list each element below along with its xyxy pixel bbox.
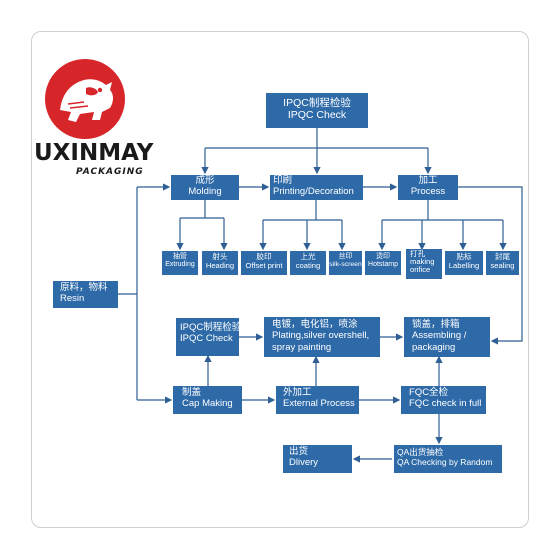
node-assembling-en1: Assembling / — [412, 330, 467, 342]
node-assembling: 锁盖，排箱 Assembling / packaging — [404, 317, 490, 357]
node-qa-zh: QA出货抽检 — [397, 447, 444, 457]
node-delivery-en: Dlivery — [289, 456, 319, 468]
node-printing: 印刷 Printing/Decoration — [270, 175, 363, 200]
node-cap-making: 制盖 Cap Making — [173, 386, 242, 414]
node-silk-screen: 丝印 silk-screen — [329, 251, 362, 275]
node-fqc-zh: FQC全检 — [409, 387, 449, 398]
node-sealing-zh: 封尾 — [494, 252, 511, 261]
node-plating-en2: spray painting — [272, 341, 332, 353]
node-making-orifice-zh: 打孔 — [410, 249, 426, 258]
node-ipqc-mid-zh: IPQC制程检验 — [180, 322, 239, 333]
node-offset-zh: 胶印 — [256, 252, 272, 261]
lion-logo-icon — [45, 59, 125, 139]
node-molding: 成形 Molding — [171, 175, 239, 200]
node-extruding: 抽管 Extruding — [162, 251, 198, 275]
node-extruding-en: Extruding — [165, 261, 195, 269]
node-plating-en1: Plating,silver overshell, — [272, 330, 370, 342]
node-extruding-zh: 抽管 — [173, 253, 187, 260]
node-resin-en: Resin — [60, 292, 85, 304]
logo-name: UXINMAY — [34, 140, 154, 166]
node-delivery: 出货 Dlivery — [283, 445, 352, 473]
node-sealing-en: sealing — [490, 260, 515, 270]
node-molding-en: Molding — [188, 185, 222, 197]
node-heading-en: Heading — [205, 260, 235, 270]
node-fqc: FQC全检 FQC check in full — [401, 386, 486, 414]
node-hotstamp: 烫印 Hotstamp — [365, 251, 401, 275]
node-external-process: 外加工 External Process — [276, 386, 359, 414]
node-process: 加工 Process — [398, 175, 458, 200]
node-fqc-en: FQC check in full — [409, 397, 482, 409]
node-resin-zh: 原料，物料 — [60, 282, 108, 293]
node-printing-zh: 印刷 — [273, 175, 293, 186]
node-plating-zh: 电镀，电化铝，喷涂 — [272, 319, 358, 330]
node-hotstamp-en: Hotstamp — [368, 261, 398, 269]
node-process-zh: 加工 — [418, 175, 438, 186]
node-delivery-zh: 出货 — [289, 446, 309, 457]
node-ipqc-mid: IPQC制程检验 IPQC Check — [176, 318, 239, 356]
node-cap-zh: 制盖 — [182, 387, 202, 398]
node-heading: 射头 Heading — [202, 251, 238, 275]
node-coating: 上光 coating — [290, 251, 326, 275]
node-making-orifice: 打孔 making orifice — [406, 249, 442, 279]
node-labelling-en: Labelling — [448, 260, 480, 270]
node-printing-en: Printing/Decoration — [273, 185, 354, 197]
node-assembling-zh: 锁盖，排箱 — [412, 319, 460, 330]
node-heading-zh: 射头 — [212, 252, 228, 261]
node-cap-en: Cap Making — [182, 397, 233, 409]
node-ipqc-top: IPQC制程检验 IPQC Check — [266, 93, 368, 128]
node-offset-print: 胶印 Offset print — [241, 251, 287, 275]
node-resin: 原料，物料 Resin — [53, 281, 118, 308]
node-offset-en: Offset print — [245, 260, 283, 270]
node-silk-en: silk-screen — [329, 260, 362, 268]
node-labelling-zh: 贴标 — [456, 252, 472, 261]
node-assembling-en2: packaging — [412, 341, 456, 353]
node-labelling: 贴标 Labelling — [445, 251, 483, 275]
node-qa: QA出货抽检 QA Checking by Random — [394, 445, 502, 473]
node-making-orifice-en1: making — [410, 256, 435, 266]
node-silk-zh: 丝印 — [338, 253, 353, 260]
node-ipqc-mid-en: IPQC Check — [180, 332, 233, 344]
node-sealing: 封尾 sealing — [486, 251, 519, 275]
node-making-orifice-en2: orifice — [410, 264, 431, 274]
node-coating-en: coating — [295, 260, 321, 270]
node-coating-zh: 上光 — [300, 252, 316, 261]
node-molding-zh: 成形 — [195, 175, 215, 186]
node-qa-en: QA Checking by Random — [397, 456, 493, 467]
node-ipqc-top-zh: IPQC制程检验 — [283, 97, 351, 109]
node-external-en: External Process — [283, 397, 355, 409]
node-ipqc-top-en: IPQC Check — [287, 109, 347, 122]
node-external-zh: 外加工 — [283, 387, 312, 398]
node-hotstamp-zh: 烫印 — [376, 253, 390, 260]
node-plating: 电镀，电化铝，喷涂 Plating,silver overshell, spra… — [264, 317, 380, 357]
logo-tagline: PACKAGING — [76, 167, 144, 177]
node-process-en: Process — [410, 185, 446, 197]
